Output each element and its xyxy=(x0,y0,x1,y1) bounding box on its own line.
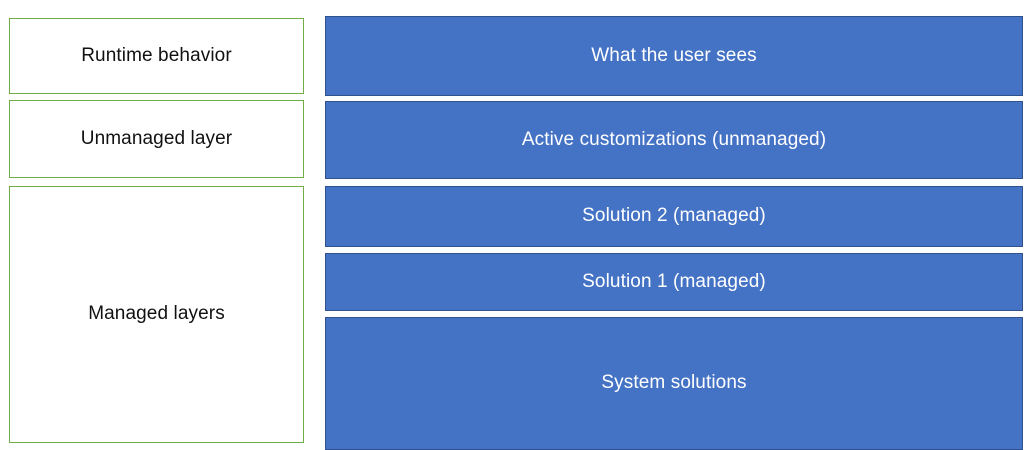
category-label-managed-layers: Managed layers xyxy=(88,303,225,325)
layer-bar-active-customizations: Active customizations (unmanaged) xyxy=(325,101,1023,179)
layer-bar-what-the-user-sees: What the user sees xyxy=(325,16,1023,96)
layer-bar-solution-2-managed: Solution 2 (managed) xyxy=(325,186,1023,247)
layer-label-solution-2-managed: Solution 2 (managed) xyxy=(582,205,766,227)
layer-label-what-the-user-sees: What the user sees xyxy=(591,44,757,66)
category-box-unmanaged-layer: Unmanaged layer xyxy=(9,100,304,178)
category-box-managed-layers: Managed layers xyxy=(9,186,304,443)
layer-bar-solution-1-managed: Solution 1 (managed) xyxy=(325,253,1023,311)
layer-label-system-solutions: System solutions xyxy=(601,372,747,394)
category-box-runtime-behavior: Runtime behavior xyxy=(9,18,304,94)
category-label-unmanaged-layer: Unmanaged layer xyxy=(80,127,233,149)
layer-label-active-customizations: Active customizations (unmanaged) xyxy=(521,128,827,150)
category-label-runtime-behavior: Runtime behavior xyxy=(81,44,232,66)
layer-bar-system-solutions: System solutions xyxy=(325,317,1023,450)
layer-label-solution-1-managed: Solution 1 (managed) xyxy=(582,270,766,292)
